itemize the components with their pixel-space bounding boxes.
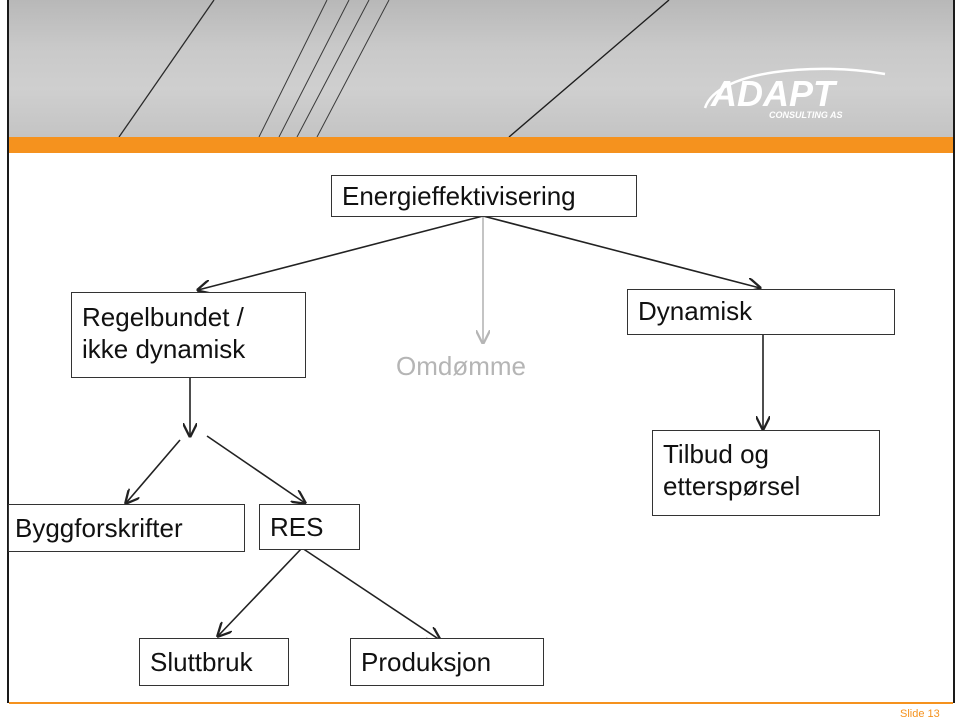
svg-text:ADAPT: ADAPT [710, 73, 838, 114]
svg-text:CONSULTING AS: CONSULTING AS [769, 110, 843, 120]
node-tilbud-line2: etterspørsel [663, 471, 801, 501]
node-produksjon: Produksjon [350, 638, 544, 686]
footer-line [9, 702, 953, 704]
node-sluttbruk-label: Sluttbruk [150, 647, 253, 677]
arrow-root-to-right [482, 215, 760, 288]
node-dynamisk-label: Dynamisk [638, 296, 753, 326]
node-produksjon-label: Produksjon [361, 647, 492, 677]
slide-number: Slide 13 [900, 708, 940, 720]
node-byggforskrifter-label: Byggforskrifter [15, 513, 183, 543]
header-banner: ADAPT CONSULTING AS [9, 0, 953, 137]
node-regelbundet: Regelbundet / ikke dynamisk [71, 292, 306, 378]
arrow-split-to-res [206, 435, 305, 503]
arrow-split-to-byggforskrifter [126, 439, 181, 503]
adapt-logo: ADAPT CONSULTING AS [703, 67, 886, 120]
slide-right-border [953, 0, 955, 703]
node-dynamisk: Dynamisk [627, 289, 895, 335]
power-lines-photo [118, 0, 670, 137]
arrow-res-to-sluttbruk [218, 547, 303, 636]
node-regelbundet-line2: ikke dynamisk [82, 334, 246, 364]
node-energieffektivisering: Energieffektivisering [331, 175, 637, 217]
node-tilbud-og-ettersporsel: Tilbud og etterspørsel [652, 430, 880, 516]
arrow-res-to-produksjon [301, 547, 440, 640]
node-omdomme-label: Omdømme [396, 351, 526, 381]
node-byggforskrifter: Byggforskrifter [8, 504, 245, 552]
node-omdomme: Omdømme [386, 344, 580, 390]
node-tilbud-line1: Tilbud og [663, 439, 769, 469]
node-regelbundet-line1: Regelbundet / [82, 302, 244, 332]
slide-left-border [7, 0, 9, 703]
node-res-label: RES [270, 512, 324, 542]
node-res: RES [259, 504, 360, 550]
node-sluttbruk: Sluttbruk [139, 638, 289, 686]
arrow-root-to-left [198, 215, 484, 290]
node-energieffektivisering-label: Energieffektivisering [342, 181, 576, 211]
accent-bar [9, 137, 953, 153]
